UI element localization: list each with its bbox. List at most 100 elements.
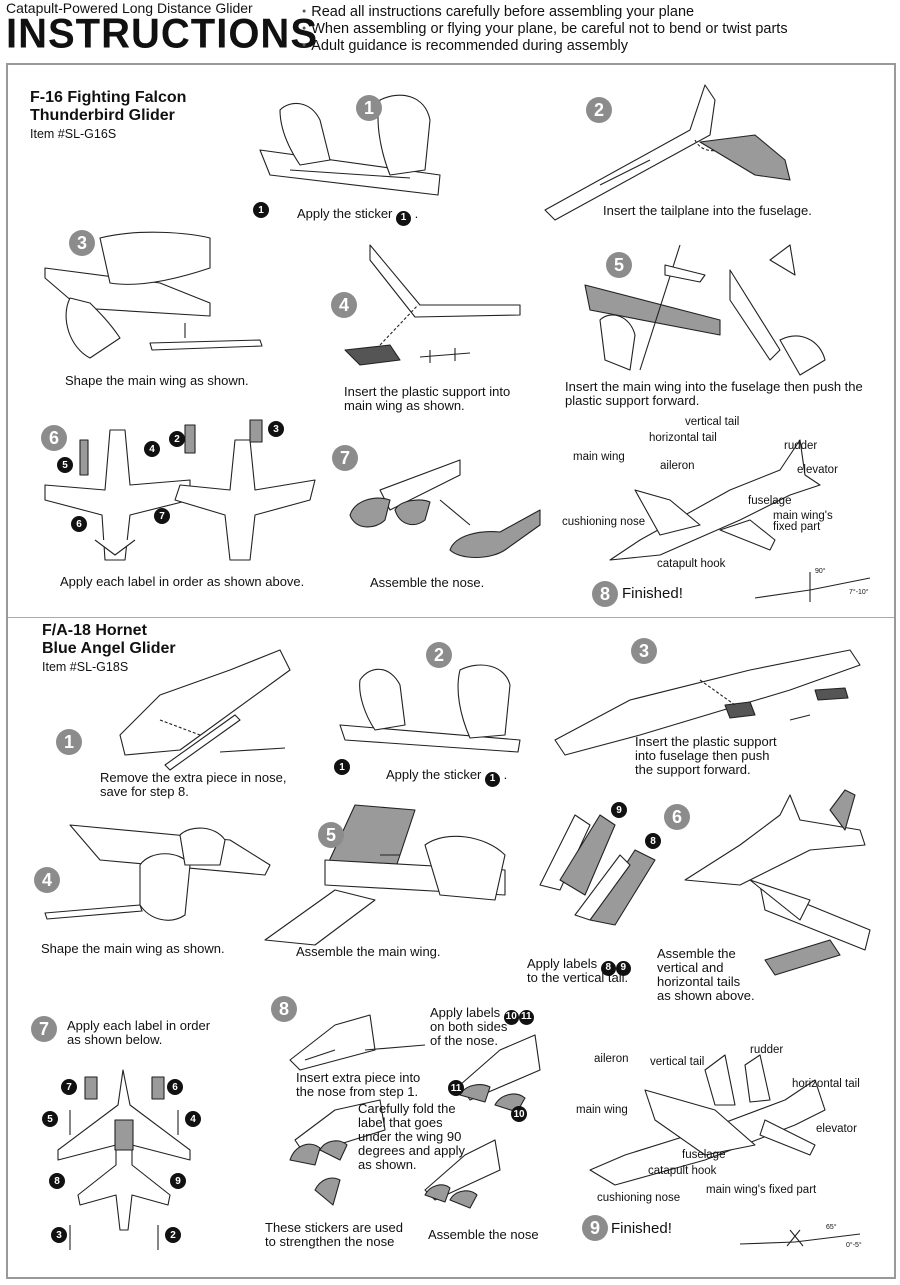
f16-step6-label-2: 2 [169,431,185,447]
fa18-angle-dihedral: 0°-5° [846,1242,862,1249]
fa18-step2-badge: 2 [426,642,452,668]
fa18-step5-badge: 5 [318,822,344,848]
f16-step6-label-3: 3 [268,421,284,437]
f16-step2-illustration [544,84,791,221]
fa18-step2-illustration [339,664,521,753]
fa18-step6-illustration [684,789,871,976]
fa18-step8-strength1: These stickers are used [265,1220,404,1235]
section-divider [8,617,894,618]
f16-step2-badge: 2 [586,97,612,123]
fa18-part-cushioning-nose: cushioning nose [597,1192,681,1204]
fa18-part-elevator: elevator [816,1123,857,1135]
f16-step3-illustration [44,231,263,359]
fa18-step4-caption: Shape the main wing as shown. [41,941,225,956]
f16-step6-illustration [44,419,316,561]
fa18-part-horizontal-tail: horizontal tail [792,1078,860,1090]
fa18-step9-badge: 9 [582,1215,608,1241]
f16-step1-caption: Apply the sticker 1 . [297,207,418,226]
f16-step5-illustration [584,244,826,376]
f16-title-line2: Thunderbird Glider [30,107,175,124]
f16-part-cushioning-nose: cushioning nose [562,516,646,528]
fa18-angle-65: 65° [826,1224,837,1231]
f16-step7-caption: Assemble the nose. [370,575,485,590]
fa18-step7-label-2: 2 [165,1227,181,1243]
f16-step4-caption2: main wing as shown. [344,398,465,413]
f16-item-number: Item #SL-G16S [30,127,117,141]
f16-step7-illustration [349,459,541,559]
f16-part-fixed-part-1: main wing's [773,510,833,522]
fa18-step3-caption2: into fuselage then push [635,748,770,763]
f16-angle-90: 90° [815,568,826,575]
f16-step5-badge: 5 [606,252,632,278]
f16-part-fixed-part-2: fixed part [773,521,821,533]
fa18-part-aileron: aileron [594,1053,629,1065]
fa18-step4-illustration [44,824,271,921]
fa18-step5-illustration [264,804,506,946]
f16-step1-sticker-dot: 1 [253,202,269,218]
f16-step3-caption: Shape the main wing as shown. [65,373,249,388]
fa18-title-line1: F/A-18 Hornet [42,622,147,639]
fa18-part-fixed-part: main wing's fixed part [706,1184,817,1196]
f16-step6-caption: Apply each label in order as shown above… [60,574,305,589]
fa18-step7-label-3: 3 [51,1227,67,1243]
f16-step7-badge: 7 [332,445,358,471]
header-subtitle: Catapult-Powered Long Distance Glider [6,0,253,16]
fa18-vertical-tail-labels-illustration [539,814,656,926]
fa18-step9-caption: Finished! [611,1220,672,1237]
f16-step5-caption1: Insert the main wing into the fuselage t… [565,379,863,394]
f16-step4-badge: 4 [331,292,357,318]
fa18-part-fuselage: fuselage [682,1149,726,1161]
fa18-step4-badge: 4 [34,867,60,893]
f16-part-horizontal-tail: horizontal tail [649,432,717,444]
f16-step4-caption1: Insert the plastic support into [344,384,511,399]
fa18-step7-label-9: 9 [170,1173,186,1189]
f16-title-line1: F-16 Fighting Falcon [30,89,187,106]
instructions-frame [6,63,896,1279]
fa18-step3-illustration [554,649,861,756]
fa18-step7-label-5: 5 [42,1111,58,1127]
fa18-step8-fold2: label that goes [358,1115,443,1130]
fa18-label-9-dot: 9 [611,802,627,818]
f16-part-rudder: rudder [784,440,818,452]
fa18-step6-caption3: horizontal tails [657,974,741,989]
fa18-step2-caption: Apply the sticker 1 . [386,768,507,787]
fa18-step3-caption1: Insert the plastic support [635,734,777,749]
f16-step1-badge: 1 [356,95,382,121]
f16-step6-label-4: 4 [144,441,160,457]
f16-step3-badge: 3 [69,230,95,256]
fa18-step1-caption1: Remove the extra piece in nose, [100,770,287,785]
fa18-title-line2: Blue Angel Glider [42,640,176,657]
f16-step1-illustration [259,94,441,196]
fa18-step6-caption1: Assemble the [657,946,736,961]
fa18-step7-badge: 7 [31,1016,57,1042]
fa18-step6-caption4: as shown above. [657,988,755,1003]
f16-step2-caption: Insert the tailplane into the fuselage. [603,203,812,218]
fa18-step8-extra1: Insert extra piece into [296,1070,421,1085]
fa18-step8-extra2: the nose from step 1. [296,1084,419,1099]
f16-dihedral-diagram [754,572,871,602]
fa18-dihedral-diagram [739,1229,861,1247]
fa18-step7-label-8: 8 [49,1173,65,1189]
fa18-step2-sticker-dot: 1 [334,759,350,775]
fa18-step3-badge: 3 [631,638,657,664]
f16-part-fuselage: fuselage [748,495,792,507]
f16-part-catapult-hook: catapult hook [657,558,726,570]
fa18-finished-plane-illustration [589,1054,826,1186]
fa18-step7-label-7: 7 [61,1079,77,1095]
fa18-step8-badge: 8 [271,996,297,1022]
f16-step6-label-7: 7 [154,508,170,524]
fa18-step7-label-4: 4 [185,1111,201,1127]
fa18-part-rudder: rudder [750,1044,784,1056]
f16-step6-badge: 6 [41,425,67,451]
fa18-step7-illustration [57,1069,191,1250]
f16-step6-label-6: 6 [71,516,87,532]
fa18-labels89-caption2: to the vertical tail. [527,970,629,985]
fa18-step5-caption: Assemble the main wing. [296,944,441,959]
f16-finished-plane-illustration [609,439,821,561]
fa18-step8-apply2: on both sides [430,1019,508,1034]
fa18-step3-caption3: the support forward. [635,762,751,777]
header-bullet-3: Adult guidance is recommended during ass… [302,38,628,54]
header-bullet-2: When assembling or flying your plane, be… [302,21,787,37]
